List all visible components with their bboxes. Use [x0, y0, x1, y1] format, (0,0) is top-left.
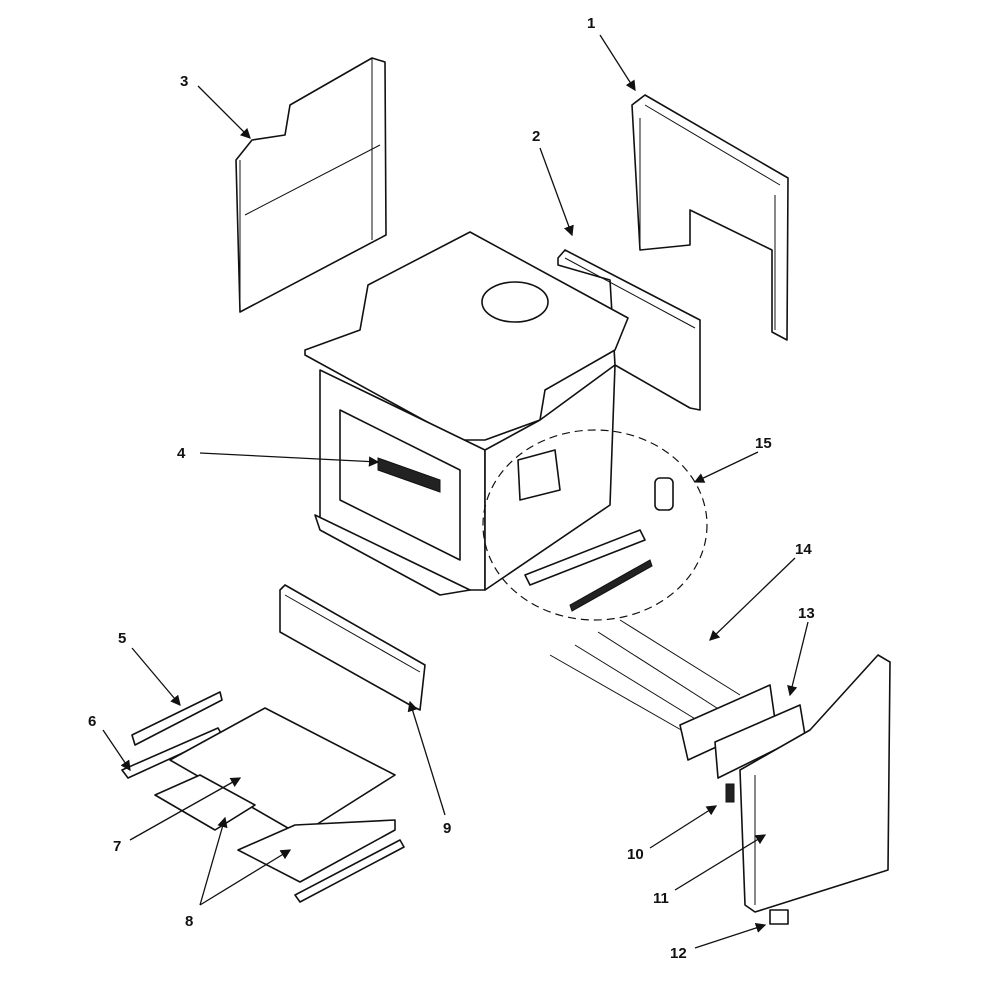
callout-numbers: 1 2 3 4 5 6 7 8 9 10 11 12 13 14 15 — [88, 15, 815, 962]
part-12-label-plate — [769, 909, 789, 925]
part-8-plate-sections — [154, 774, 405, 903]
callout-2: 2 — [532, 128, 540, 145]
stove-body — [304, 231, 629, 596]
callout-8: 8 — [185, 913, 193, 930]
callout-3: 3 — [180, 73, 188, 90]
callout-10: 10 — [627, 846, 644, 863]
callout-5: 5 — [118, 630, 126, 647]
callout-13: 13 — [798, 605, 815, 622]
callout-12: 12 — [670, 945, 687, 962]
part-1-rear-shroud — [631, 94, 789, 341]
part-2-rear-panel — [557, 249, 701, 411]
callout-7: 7 — [113, 838, 121, 855]
callout-15: 15 — [755, 435, 772, 452]
part-9-support-channel — [279, 584, 426, 711]
callout-1: 1 — [587, 15, 595, 32]
part-5-bracket — [131, 691, 223, 746]
part-10-vent-clip — [725, 783, 735, 803]
part-3-left-side-panel — [235, 57, 387, 313]
part-15-control-assembly — [482, 429, 708, 621]
leader-lines — [102, 34, 809, 949]
callout-11: 11 — [653, 890, 669, 907]
callout-9: 9 — [443, 820, 451, 837]
part-7-bottom-plate — [169, 707, 396, 836]
callout-14: 14 — [795, 541, 812, 558]
callout-6: 6 — [88, 713, 96, 730]
callout-4: 4 — [177, 445, 186, 462]
